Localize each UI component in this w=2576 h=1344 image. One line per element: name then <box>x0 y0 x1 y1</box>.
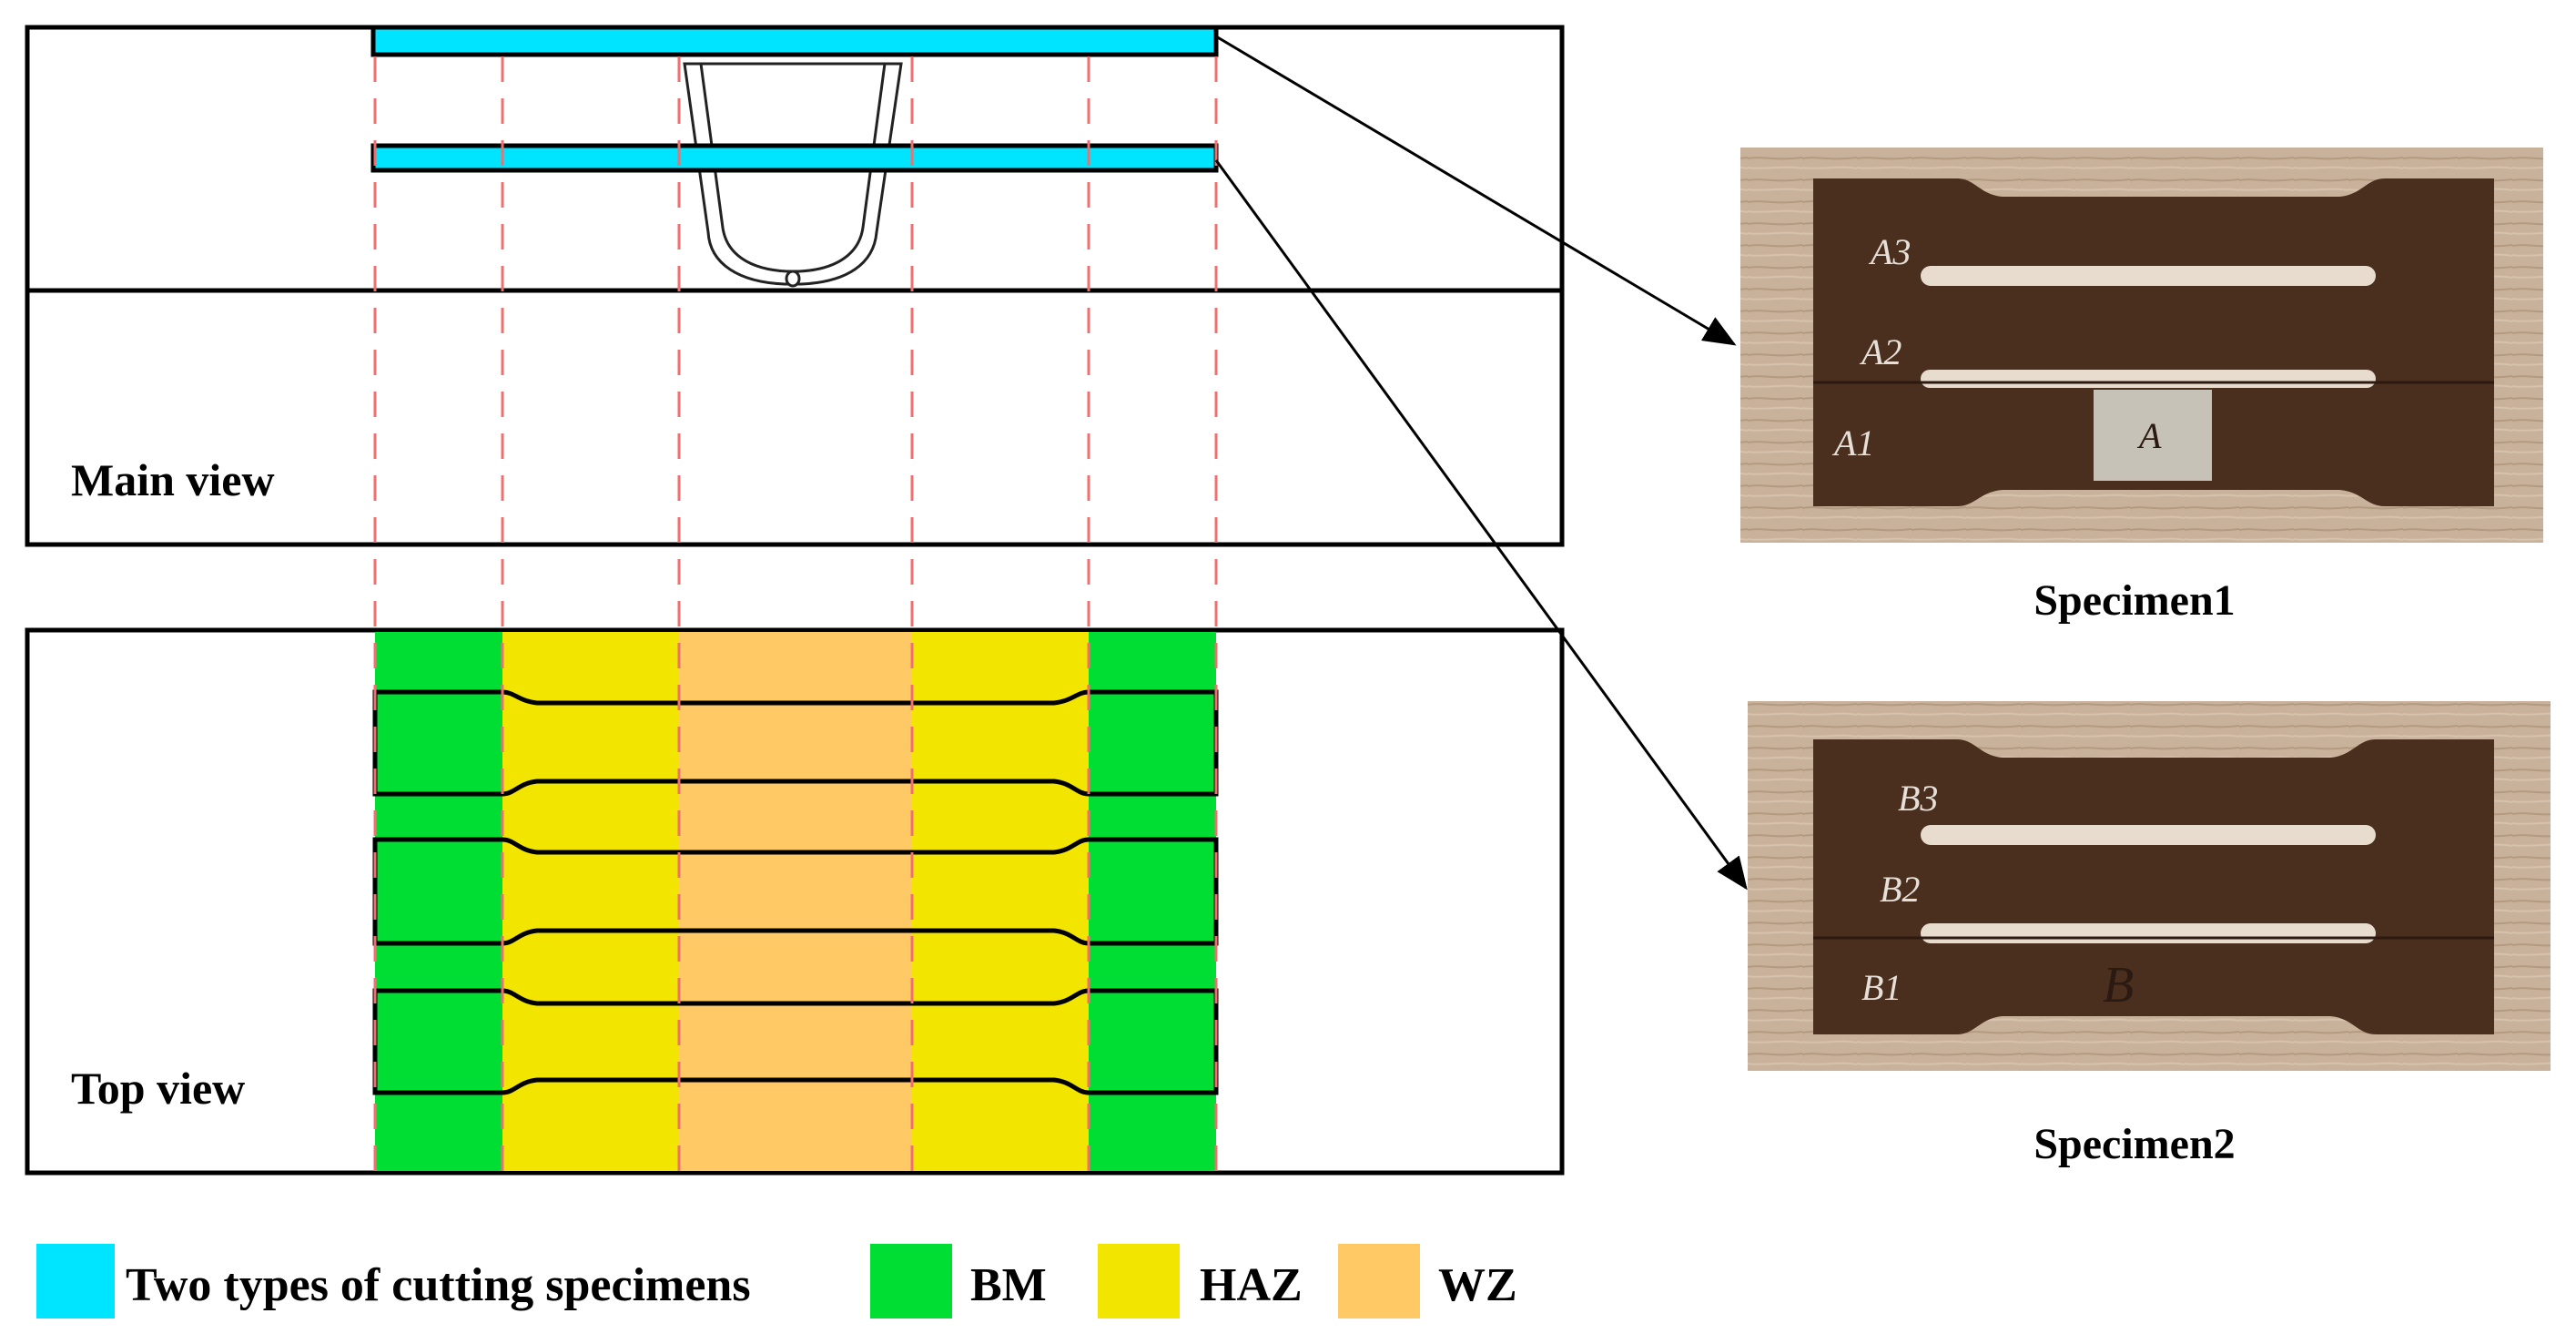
zone-haz-left <box>502 632 679 1171</box>
specimen2-plate <box>1813 739 2494 1034</box>
legend-label-cut: Two types of cutting specimens <box>126 1259 751 1311</box>
dogbone-specimen-3 <box>372 988 1219 1095</box>
top-view-label: Top view <box>71 1063 245 1114</box>
legend-label-haz: HAZ <box>1200 1259 1303 1311</box>
specimen2-mark-2: B2 <box>1880 869 1920 910</box>
zone-bm-left <box>375 632 502 1171</box>
legend: Two types of cutting specimens BM HAZ WZ <box>36 1244 1517 1319</box>
specimen1-mark-2: A2 <box>1859 331 1902 372</box>
specimen1-slot-top <box>1921 266 2376 286</box>
specimen2-mark-1: B3 <box>1898 778 1938 819</box>
specimen2-caption: Specimen2 <box>2033 1120 2235 1168</box>
specimen2-slot-bottom <box>1921 923 2376 943</box>
top-view: Top view <box>25 627 1565 1176</box>
weld-groove-outer <box>683 62 903 286</box>
specimen1-plate <box>1813 178 2494 506</box>
zone-guide-lines <box>373 56 1218 1171</box>
specimen1-ground-patch <box>2094 390 2212 481</box>
specimen2-mark-4: B <box>2103 957 2134 1013</box>
legend-swatch-bm <box>870 1244 952 1319</box>
arrow-to-specimen2 <box>1214 159 1748 891</box>
zone-haz-right <box>912 632 1089 1171</box>
legend-swatch-cut <box>36 1244 115 1319</box>
specimen2-photo: B3 B2 B1 B Specimen2 <box>1748 701 2551 1168</box>
legend-label-wz: WZ <box>1438 1259 1517 1311</box>
specimen1-slot-bottom <box>1921 370 2376 388</box>
specimen2-mark-3: B1 <box>1861 967 1902 1008</box>
main-view-label: Main view <box>71 454 275 505</box>
zone-bm-right <box>1089 632 1216 1171</box>
legend-swatch-haz <box>1098 1244 1180 1319</box>
specimen1-caption: Specimen1 <box>2033 576 2235 625</box>
specimen1-mark-3: A1 <box>1831 423 1874 463</box>
specimen1-photo: A3 A2 A1 A Specimen1 <box>1740 148 2543 625</box>
specimen1-mark-4: A <box>2136 415 2162 456</box>
legend-label-bm: BM <box>970 1259 1047 1311</box>
weld-groove-inner <box>699 62 887 273</box>
specimen1-mark-1: A3 <box>1868 231 1911 272</box>
zone-wz <box>679 632 912 1171</box>
weld-root <box>785 270 801 288</box>
legend-swatch-wz <box>1338 1244 1420 1319</box>
cut-specimen-top <box>370 25 1219 57</box>
arrow-to-specimen1 <box>1215 35 1737 346</box>
specimen2-slot-top <box>1921 825 2376 845</box>
